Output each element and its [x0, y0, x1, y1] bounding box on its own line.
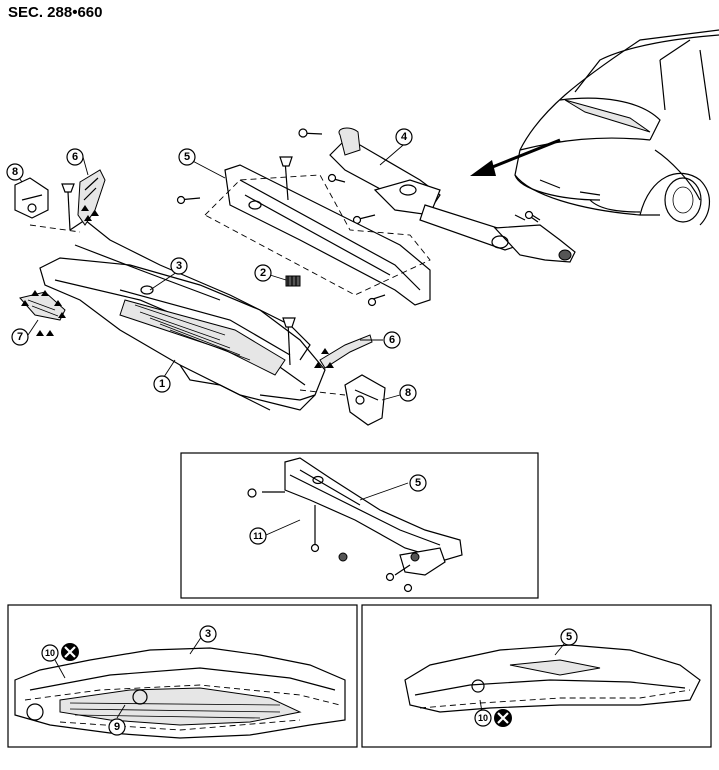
svg-text:5: 5 [184, 151, 190, 163]
callout-11: 11 [249, 527, 267, 545]
callout-7: 7 [11, 328, 29, 346]
svg-text:7: 7 [17, 331, 23, 343]
callout-9: 9 [108, 718, 126, 736]
callout-5-lower: 5 [560, 628, 578, 646]
cowl-top-underside-detail [14, 647, 346, 739]
svg-text:8: 8 [12, 166, 18, 178]
svg-text:10: 10 [478, 713, 488, 723]
svg-text:6: 6 [72, 151, 78, 163]
detail-frame-cowl-top [7, 604, 358, 748]
svg-text:3: 3 [176, 260, 182, 272]
direction-arrow [470, 138, 561, 176]
clip-part [285, 275, 301, 287]
svg-text:2: 2 [260, 267, 266, 279]
callout-10-left: 10 [41, 644, 59, 662]
svg-text:3: 3 [205, 628, 211, 640]
cowl-top-cover-main [39, 219, 326, 411]
callout-4: 4 [395, 128, 413, 146]
fastener-clip-left [61, 183, 75, 231]
callout-3-upper: 3 [170, 257, 188, 275]
wiper-motor-linkage [298, 127, 576, 263]
callout-6-right: 6 [383, 331, 401, 349]
vehicle-illustration [514, 29, 719, 226]
svg-text:8: 8 [405, 387, 411, 399]
cowl-seal-left [77, 169, 106, 226]
callout-10-right: 10 [474, 709, 492, 727]
cowl-extension-detail [247, 457, 463, 593]
svg-text:10: 10 [45, 648, 55, 658]
detail-frame-extension [180, 452, 539, 599]
callout-2: 2 [254, 264, 272, 282]
cowl-top-extension-upper [176, 156, 431, 307]
adhesive-marks [21, 205, 334, 368]
circle-x-icon [61, 643, 79, 661]
svg-text:11: 11 [253, 531, 263, 541]
callout-8-left: 8 [6, 163, 24, 181]
callout-5-upper: 5 [178, 148, 196, 166]
svg-text:5: 5 [415, 477, 421, 489]
svg-text:9: 9 [114, 721, 120, 733]
svg-text:4: 4 [401, 131, 408, 143]
cowl-seal-right [319, 334, 373, 369]
side-bracket-left [14, 177, 49, 219]
circle-x-icon [494, 709, 512, 727]
section-label: SEC. 288•660 [8, 4, 103, 21]
extension-underside-detail [404, 644, 701, 713]
detail-frame-extension-underside [361, 604, 712, 748]
callout-1: 1 [153, 375, 171, 393]
svg-text:6: 6 [389, 334, 395, 346]
callout-5-middle: 5 [409, 474, 427, 492]
svg-text:5: 5 [566, 631, 572, 643]
callout-8-right: 8 [399, 384, 417, 402]
svg-text:1: 1 [159, 378, 165, 390]
callout-3-lower: 3 [199, 625, 217, 643]
callout-6-left: 6 [66, 148, 84, 166]
side-bracket-right [344, 374, 386, 426]
